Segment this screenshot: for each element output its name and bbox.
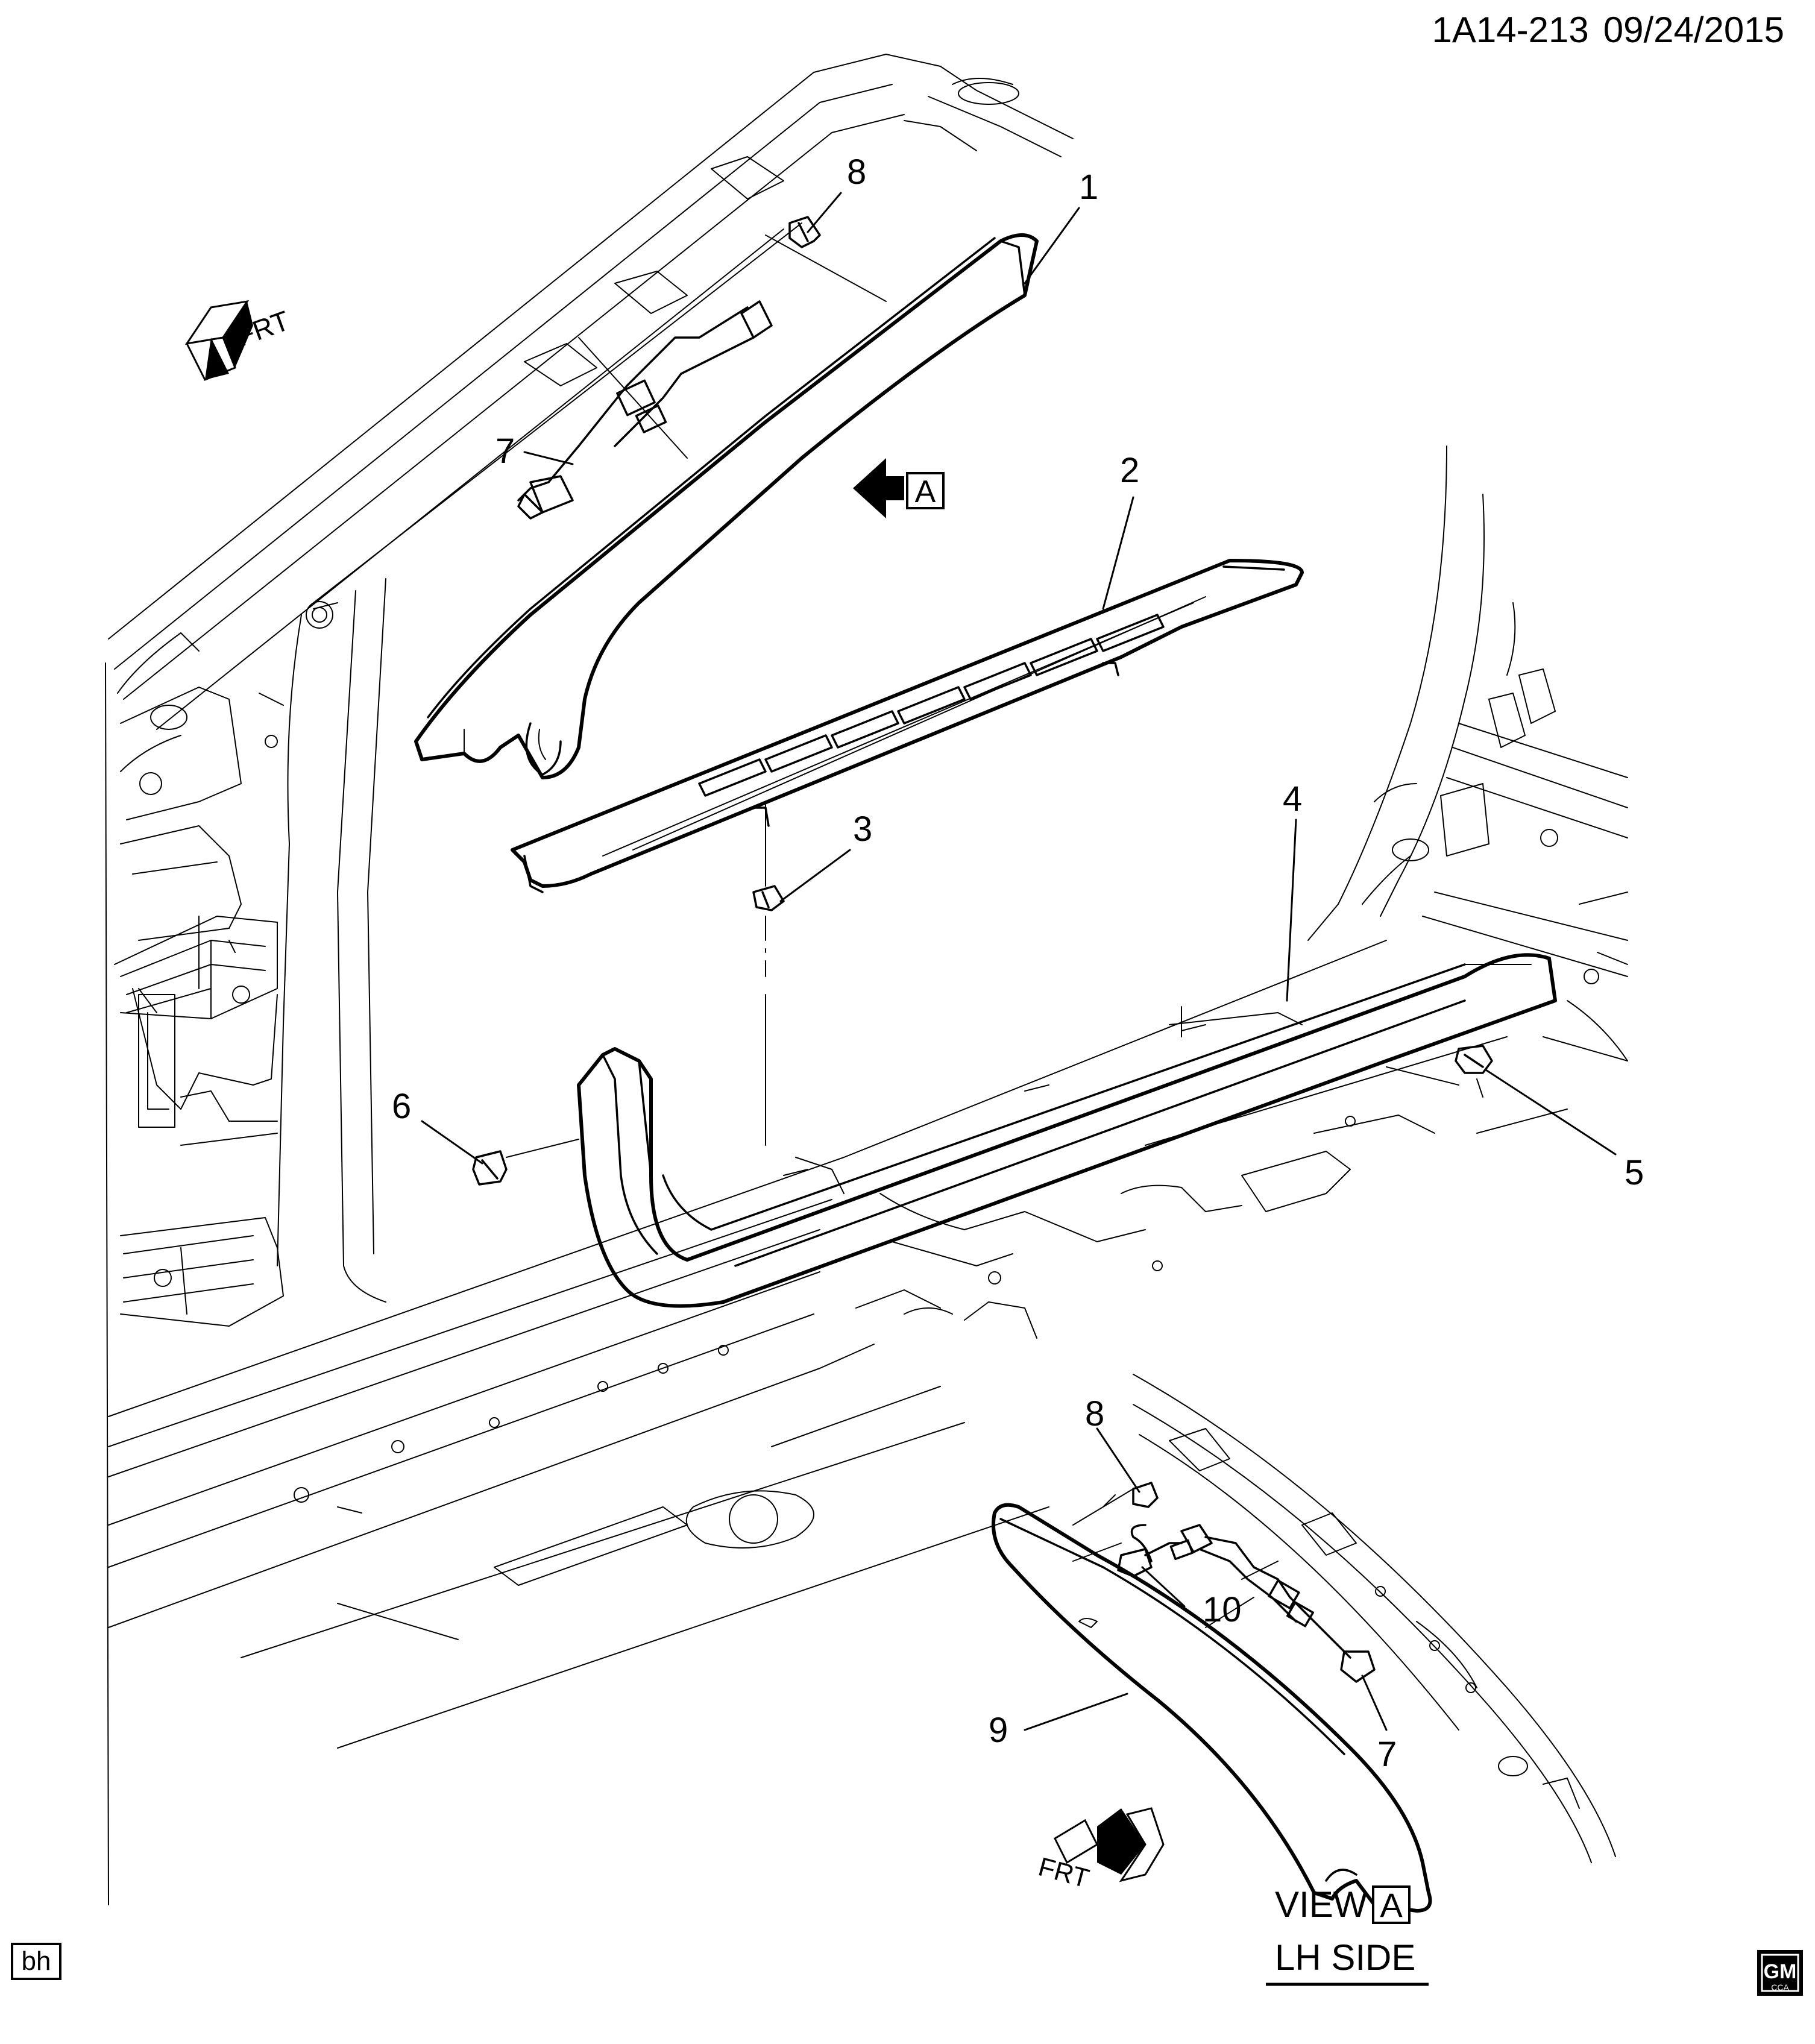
callout-1: 1 <box>1079 168 1098 207</box>
leader-4 <box>1286 819 1297 1002</box>
part-8-clip-lower <box>1132 1482 1159 1508</box>
leader-5 <box>1485 1069 1617 1156</box>
leader-7b <box>1361 1675 1388 1731</box>
front-direction-arrow-bottom: FRT <box>1035 1807 1165 1894</box>
part-3-fastener <box>752 885 785 911</box>
callout-8: 8 <box>847 153 866 192</box>
leader-2 <box>1102 496 1134 610</box>
part-1-windshield-pillar-trim <box>414 233 1039 779</box>
callout-7: 7 <box>495 432 515 471</box>
drawing-date: 09/24/2015 <box>1603 10 1784 50</box>
part-9-pillar-trim-lh <box>992 1503 1432 1913</box>
leader-1 <box>1024 207 1080 285</box>
view-label-side: LH SIDE <box>1275 1937 1415 1978</box>
initials-box: bh <box>22 1946 51 1976</box>
callout-7-view-a: 7 <box>1377 1735 1397 1774</box>
view-label-prefix: VIEW <box>1275 1884 1368 1925</box>
callout-4: 4 <box>1283 779 1302 819</box>
leader-6 <box>421 1120 483 1165</box>
part-6-clip <box>472 1150 508 1186</box>
callout-2: 2 <box>1120 451 1139 490</box>
callout-9: 9 <box>989 1711 1008 1750</box>
callout-8-view-a: 8 <box>1085 1394 1104 1433</box>
view-a-direction-arrow: A <box>853 458 945 518</box>
part-4-rocker-sill-trim <box>577 953 1557 1308</box>
leader-9 <box>1024 1693 1128 1731</box>
header-text: 1A14-213 09/24/2015 <box>1432 10 1784 50</box>
part-8-clip-upper <box>788 216 821 248</box>
leader-10 <box>1141 1566 1186 1608</box>
callout-10: 10 <box>1203 1590 1242 1629</box>
view-a-inset <box>992 1374 1616 1913</box>
part-2-sill-plate <box>511 559 1304 893</box>
view-a-body-structure <box>1133 1374 1616 1863</box>
vehicle-body-structure <box>105 54 1628 1905</box>
view-arrow-letter: A <box>915 474 936 509</box>
drawing-id: 1A14-213 <box>1432 10 1588 50</box>
frt-label-bottom: FRT <box>1035 1852 1092 1893</box>
part-5-clip <box>1455 1045 1493 1074</box>
leader-8 <box>807 192 842 233</box>
assembly-lines <box>506 234 1483 1628</box>
part-10-connector <box>1117 1524 1194 1577</box>
leader-8b <box>1096 1427 1140 1493</box>
view-label-letter: A <box>1380 1886 1403 1924</box>
callout-6: 6 <box>392 1087 411 1126</box>
leader-7 <box>523 451 574 465</box>
callout-3: 3 <box>853 810 872 849</box>
gm-logo: GM CCA <box>1757 1950 1803 1996</box>
front-direction-arrow-top: FRT <box>184 300 294 381</box>
leader-lines <box>421 192 1617 1731</box>
footer: bh GM CCA <box>11 1943 1803 1996</box>
part-7-wiring-harness-upper <box>517 300 773 520</box>
view-a-label: VIEW A LH SIDE <box>1266 1884 1429 1986</box>
part-7-wiring-harness-lower <box>1180 1524 1376 1683</box>
gm-logo-sub: CCA <box>1771 1983 1789 1992</box>
callout-5: 5 <box>1625 1153 1644 1192</box>
gm-logo-text: GM <box>1764 1960 1797 1983</box>
leader-3 <box>779 849 851 902</box>
callouts: 1 8 2 3 4 5 6 7 8 10 9 7 <box>392 153 1644 1774</box>
